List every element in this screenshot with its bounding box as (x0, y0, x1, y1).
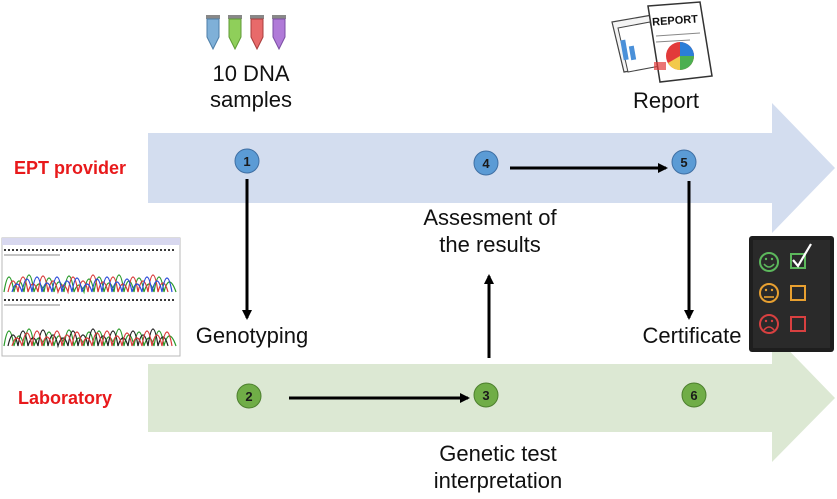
provider-lane-label: EPT provider (14, 158, 126, 178)
interpretation-label-line1: Genetic test (439, 441, 556, 466)
assessment-label-line1: Assesment of (423, 205, 557, 230)
dna-sample-tubes-icon (206, 15, 286, 51)
samples-label-line2: samples (210, 87, 292, 112)
smiley-rating-board-icon (749, 236, 834, 352)
report-icon-title: REPORT (652, 13, 699, 28)
step-4: 4 (473, 150, 499, 176)
svg-text:5: 5 (680, 155, 687, 170)
interpretation-label-line2: interpretation (434, 468, 562, 493)
step-1: 1 (234, 148, 260, 174)
svg-text:4: 4 (482, 156, 490, 171)
genotyping-label: Genotyping (196, 323, 309, 348)
step-3: 3 (473, 382, 499, 408)
step-6: 6 (681, 382, 707, 408)
report-label: Report (633, 88, 699, 113)
samples-label-line1: 10 DNA (212, 61, 289, 86)
svg-text:2: 2 (245, 389, 252, 404)
sequencing-chromatogram-image (1, 237, 181, 357)
assessment-label-line2: the results (439, 232, 541, 257)
laboratory-lane-label: Laboratory (18, 388, 112, 408)
svg-text:6: 6 (690, 388, 697, 403)
certificate-label: Certificate (642, 323, 741, 348)
report-document-icon: REPORT (611, 1, 713, 83)
step-2: 2 (236, 383, 262, 409)
svg-text:3: 3 (482, 388, 489, 403)
step-5: 5 (671, 149, 697, 175)
svg-text:1: 1 (243, 154, 250, 169)
